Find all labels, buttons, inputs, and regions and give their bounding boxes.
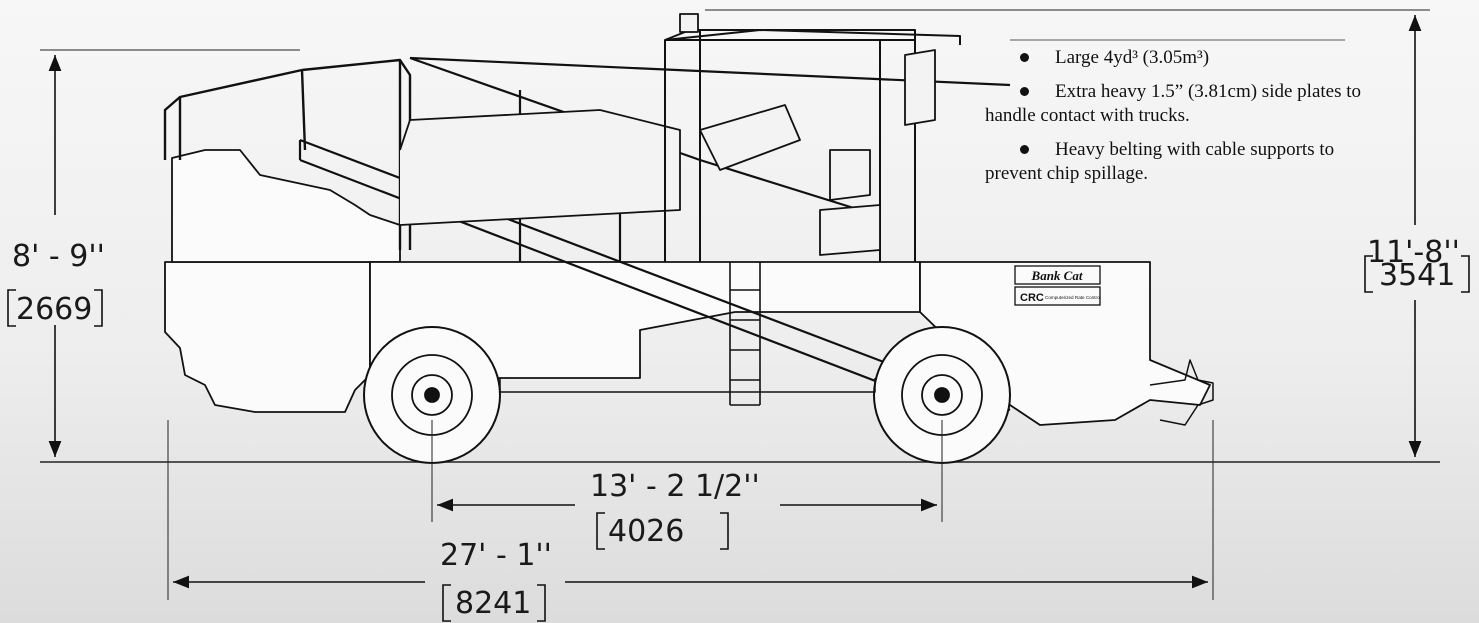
- hopper-box: [399, 109, 681, 226]
- brand-logo: Bank Cat: [1031, 268, 1083, 283]
- crc-text: Computerized Rate Control: [1045, 295, 1101, 300]
- length-overall-imperial: 27' - 1'': [440, 538, 552, 573]
- beacon-light: [679, 13, 699, 33]
- feature-item: Heavy belting with cable supports to pre…: [985, 139, 1335, 184]
- dim-overall-length: 27' - 1'' 8241: [167, 420, 1214, 622]
- dim-front-height: 8' - 9'' 2669: [7, 49, 300, 457]
- height-overall-imperial: 11'-8'': [1367, 235, 1460, 270]
- bullet-icon: [1020, 145, 1029, 155]
- decals: Bank Cat CRC Computerized Rate Control: [1014, 265, 1101, 306]
- height-overall-metric: 3541: [1379, 258, 1455, 293]
- feature-list: Large 4yd³ (3.05m³) Extra heavy 1.5” (3.…: [985, 46, 1365, 196]
- dim-overall-height: 11'-8'' 3541: [705, 9, 1470, 457]
- feature-item: Extra heavy 1.5” (3.81cm) side plates to…: [985, 81, 1362, 126]
- operator-seat: [819, 149, 881, 256]
- feature-item: Large 4yd³ (3.05m³): [985, 46, 1365, 70]
- length-overall-metric: 8241: [455, 586, 531, 621]
- wheelbase-metric: 4026: [608, 514, 684, 549]
- mirror: [904, 49, 936, 126]
- height-front-metric: 2669: [16, 292, 92, 327]
- control-console: [699, 104, 801, 171]
- rear-hitch: [1149, 359, 1214, 426]
- front-body: [171, 149, 401, 263]
- axle-frame: [499, 378, 876, 393]
- cab-canopy: [664, 29, 961, 45]
- crc-label: CRC: [1020, 292, 1044, 304]
- access-ladder: [729, 262, 761, 406]
- chip-spreader-machine: [163, 13, 1214, 464]
- bullet-icon: [1020, 53, 1029, 63]
- bullet-icon: [1020, 87, 1029, 97]
- wheelbase-imperial: 13' - 2 1/2'': [590, 469, 760, 504]
- front-hopper: [164, 261, 371, 413]
- height-front-imperial: 8' - 9'': [12, 239, 105, 274]
- dim-wheelbase: 13' - 2 1/2'' 4026: [431, 420, 943, 550]
